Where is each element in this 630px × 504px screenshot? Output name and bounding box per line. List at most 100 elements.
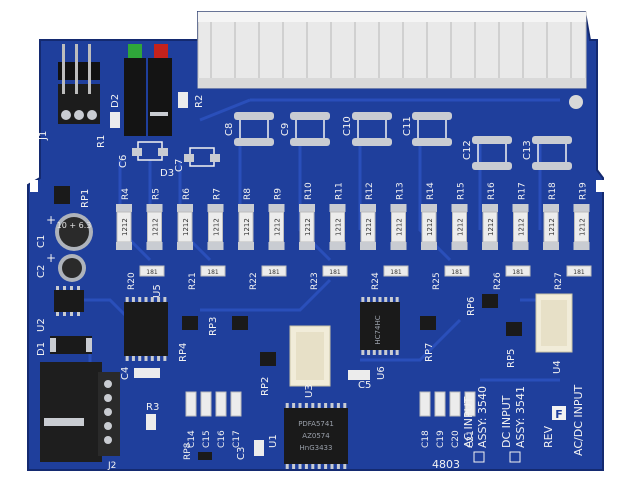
chip-pin (384, 350, 388, 355)
label-dc-input: DC INPUT (500, 395, 513, 448)
label-assy-3540: ASSY: 3540 (476, 386, 489, 448)
resistor-r25-small: 181 (444, 265, 470, 277)
label-c8: C8 (224, 123, 235, 136)
rp3-array (232, 316, 248, 330)
chip-pin (395, 297, 399, 302)
dc-input-checkbox (509, 451, 521, 463)
resistor-small-value: 181 (390, 269, 402, 276)
u1-mark-2: AZ0574 (302, 432, 330, 440)
label-r12: R12 (365, 182, 375, 200)
chip-pin (144, 356, 148, 361)
u1-chip: PDFA5741 AZ0574 HnG3433 (284, 403, 348, 469)
resistor-r10: 1212 (299, 204, 315, 250)
resistor-r12: 1212 (360, 204, 376, 250)
mounting-hole (569, 95, 583, 109)
resistor-value: 1212 (579, 218, 587, 236)
c1-electrolytic-cap: 10 + 6.3 (55, 213, 93, 251)
label-r7: R7 (213, 188, 223, 200)
cap-c8 (234, 112, 274, 146)
chip-pin (150, 297, 154, 302)
connector-ridge (498, 22, 500, 78)
label-c12: C12 (462, 140, 473, 160)
resistor-r26-small: 181 (505, 265, 531, 277)
chip-pin (150, 356, 154, 361)
resistor-value: 1212 (548, 218, 556, 236)
label-r21: R21 (188, 272, 198, 290)
label-r11: R11 (335, 182, 345, 200)
chip-pin (298, 464, 302, 469)
c2-electrolytic-cap (58, 254, 86, 282)
label-board-number: 4803 (432, 458, 460, 471)
resistor-small-value: 181 (207, 269, 219, 276)
chip-pin (138, 356, 142, 361)
rp2-array (260, 352, 276, 366)
label-c6: C6 (118, 155, 129, 168)
cap-c17 (230, 391, 242, 417)
ac-input-checkbox (473, 451, 485, 463)
resistor-value: 1212 (243, 218, 251, 236)
connector-ridge (330, 22, 332, 78)
label-r15: R15 (457, 182, 467, 200)
chip-pin (157, 356, 161, 361)
resistor-value: 1212 (213, 218, 221, 236)
connector-ridge (426, 22, 428, 78)
label-c15: C15 (202, 430, 212, 448)
cap-c14 (185, 391, 197, 417)
label-c18: C18 (421, 430, 431, 448)
label-rp1: RP1 (80, 189, 91, 208)
cap-c20 (449, 391, 461, 417)
resistor-value: 1212 (274, 218, 282, 236)
resistor-r22-small (110, 112, 120, 128)
u2-chip (54, 286, 84, 316)
label-c14: C14 (187, 430, 197, 448)
resistor-r16: 1212 (482, 204, 498, 250)
cap-c21 (464, 391, 476, 417)
resistor-r18: 1212 (543, 204, 559, 250)
led-green (124, 44, 146, 136)
resistor-r14: 1212 (421, 204, 437, 250)
label-c16: C16 (217, 430, 227, 448)
chip-pin (131, 356, 135, 361)
cap-c9 (290, 112, 330, 146)
resistor-value: 1212 (457, 218, 465, 236)
label-r10: R10 (304, 182, 314, 200)
resistor-r5: 1212 (146, 204, 163, 250)
label-r2: R2 (194, 95, 205, 108)
label-r16: R16 (487, 182, 497, 200)
rp6-array (482, 294, 498, 308)
rp8-array (198, 452, 212, 460)
resistor-r15: 1212 (451, 204, 468, 250)
resistor-r9: 1212 (268, 204, 285, 250)
connector-ridge (210, 22, 212, 78)
u3-optocoupler (289, 325, 331, 387)
chip-pin (343, 403, 347, 408)
resistor-small-value: 181 (146, 269, 158, 276)
label-c5: C5 (358, 380, 371, 391)
chip-pin (395, 350, 399, 355)
chip-pin (311, 464, 315, 469)
resistor-row-top: 1212R41212R51212R61212R71212R81212R91212… (116, 182, 590, 250)
chip-pin (361, 297, 365, 302)
label-c11: C11 (402, 116, 413, 136)
label-rp8: RP8 (183, 442, 193, 460)
resistor-value: 1212 (121, 218, 129, 236)
resistor-r6: 1212 (177, 204, 193, 250)
led-pad (150, 112, 168, 116)
label-r13: R13 (396, 182, 406, 200)
board-notch-left (30, 180, 38, 192)
connector-ridge (522, 22, 524, 78)
connector-ridge (402, 22, 404, 78)
label-acdc-input: AC/DC INPUT (572, 384, 585, 456)
label-r18: R18 (548, 182, 558, 200)
connector-ridge (354, 22, 356, 78)
c1-mark: 10 + 6.3 (57, 221, 92, 230)
chip-pin (384, 297, 388, 302)
resistor-r7: 1212 (207, 204, 224, 250)
label-c7: C7 (174, 159, 185, 172)
label-d2: D2 (110, 94, 121, 108)
chip-pin (372, 297, 376, 302)
resistor-r8: 1212 (238, 204, 254, 250)
